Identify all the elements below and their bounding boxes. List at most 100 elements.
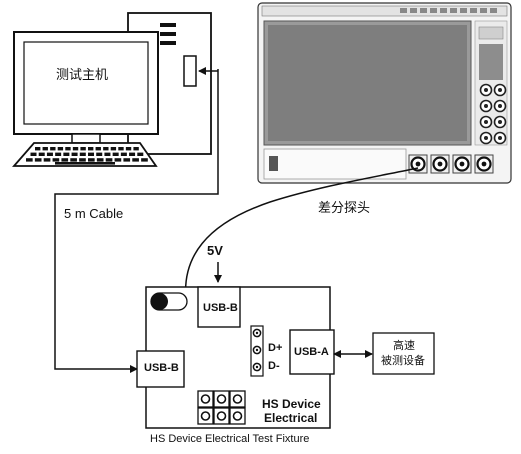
d-plus-label: D+ [268, 342, 283, 354]
keyboard-key [137, 152, 144, 156]
scope-bnc-center [437, 161, 443, 167]
keyboard-key [79, 158, 86, 162]
scope-knob-center [498, 120, 502, 124]
usb-b-top-connector [197, 286, 241, 328]
pc-drive-bay-3 [160, 41, 176, 45]
scope-bnc-center [415, 161, 421, 167]
keyboard-key [70, 158, 77, 162]
keyboard-key [63, 152, 70, 156]
usb-a-label: USB-A [294, 346, 329, 358]
pc-drive-bay-2 [160, 32, 176, 36]
scope-power-button [269, 156, 278, 171]
keyboard-key [43, 158, 51, 162]
scope-bnc-center [481, 161, 487, 167]
scope-knob-center [484, 120, 488, 124]
pc-screen-label: 测试主机 [56, 68, 109, 83]
fixture-caption: HS Device Electrical Test Fixture [150, 433, 310, 445]
scope-top-button [410, 8, 417, 13]
grid-socket-ring [216, 394, 227, 404]
test-pc [12, 12, 212, 167]
scope-knob-center [498, 104, 502, 108]
keyboard-key [110, 147, 117, 151]
scope-top-button [400, 8, 407, 13]
dut-label-line1: 高速 [393, 339, 415, 352]
fixture-socket-grid [197, 390, 246, 425]
keyboard-key [57, 147, 64, 151]
oscilloscope [257, 2, 512, 184]
header-pin-center [255, 348, 259, 352]
cable-5m-line [54, 69, 219, 373]
keyboard-key [123, 158, 131, 162]
keyboard-key [38, 152, 45, 156]
scope-knob-center [484, 88, 488, 92]
scope-display [268, 25, 467, 141]
keyboard-key [34, 158, 42, 162]
keyboard-key [55, 152, 62, 156]
keyboard-key [42, 147, 48, 151]
keyboard-key [79, 152, 86, 156]
keyboard-key [52, 158, 60, 162]
grid-socket-ring [200, 394, 211, 404]
keyboard-key [96, 152, 103, 156]
scope-top-button [460, 8, 467, 13]
keyboard-key [88, 147, 94, 151]
keyboard-key [71, 152, 78, 156]
pc-drive-bay-1 [160, 23, 176, 27]
usb-b-left-connector [136, 350, 185, 388]
scope-top-strip [261, 5, 508, 17]
keyboard-key [133, 147, 139, 151]
keyboard-key [72, 147, 79, 151]
scope-top-button [490, 8, 497, 13]
scope-bnc-center [459, 161, 465, 167]
keyboard-key [125, 147, 132, 151]
usb-b-top-label: USB-B [203, 302, 238, 314]
keyboard-key [120, 152, 127, 156]
keyboard-key [104, 152, 111, 156]
keyboard-key [112, 152, 119, 156]
scope-knobs [478, 26, 507, 145]
scope-top-button [430, 8, 437, 13]
keyboard-key [88, 158, 95, 162]
scope-knob-center [498, 136, 502, 140]
grid-socket-ring [232, 394, 243, 404]
keyboard-key [26, 158, 33, 162]
dut-box [372, 332, 435, 375]
keyboard-key [88, 152, 95, 156]
keyboard-key [35, 147, 41, 151]
scope-side-screen [479, 44, 503, 80]
fixture-switch-knob [151, 293, 168, 310]
scope-top-button [470, 8, 477, 13]
pc-keyboard-keys [26, 147, 148, 165]
dut-label-line2: 被测设备 [381, 354, 425, 367]
probe-label: 差分探头 [318, 201, 371, 216]
scope-lower-panel [263, 148, 407, 180]
scope-top-button [450, 8, 457, 13]
keyboard-key [96, 158, 104, 162]
keyboard-key [50, 147, 56, 151]
power-label: 5V [207, 243, 223, 258]
scope-top-buttons [400, 8, 497, 13]
keyboard-key [65, 147, 71, 151]
d-pins [252, 328, 262, 372]
scope-side-button-block [478, 26, 504, 40]
cable-label: 5 m Cable [64, 206, 124, 221]
pc-usb-port [183, 55, 197, 87]
pc-monitor-screen [23, 41, 149, 125]
d-minus-label: D- [268, 360, 280, 372]
grid-socket-ring [232, 411, 243, 421]
keyboard-key [80, 147, 86, 151]
keyboard-key [129, 152, 136, 156]
keyboard-key [141, 158, 148, 162]
usb-b-left-label: USB-B [144, 362, 179, 374]
pc-monitor-stand [71, 133, 101, 144]
scope-knob-center [498, 88, 502, 92]
scope-knob-center [484, 104, 488, 108]
keyboard-key [132, 158, 139, 162]
scope-top-button [440, 8, 447, 13]
keyboard-key [105, 158, 113, 162]
keyboard-key [30, 152, 37, 156]
keyboard-key [118, 147, 124, 151]
scope-top-button [420, 8, 427, 13]
